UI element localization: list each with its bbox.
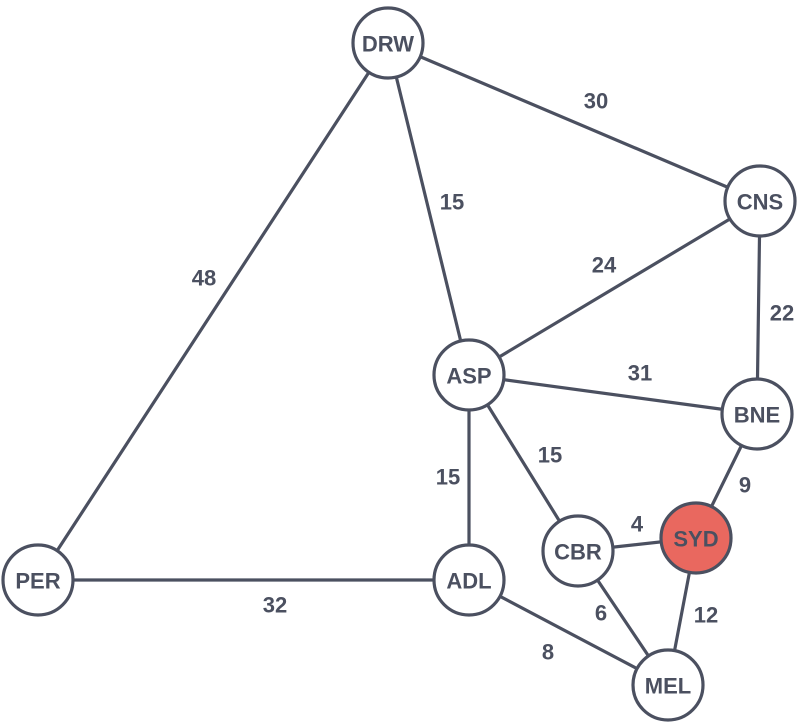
edge-weight-drw-asp: 15 [440,190,464,215]
nodes-layer: DRW CNS ASP BNE PER ADL CBR SYD MEL [1,6,797,722]
edge-weight-asp-cbr: 15 [538,443,562,468]
node-circle-bne [720,377,794,451]
edge-asp-bne [467,373,759,416]
node-circle-cbr [541,514,615,588]
edge-weight-drw-per: 48 [192,266,216,291]
node-bne: BNE [720,377,794,451]
node-adl: ADL [432,543,506,617]
node-circle-adl [432,543,506,617]
edge-weights-layer: 30 15 48 24 22 31 15 15 9 4 32 6 8 12 [192,89,794,665]
node-syd: SYD [659,501,733,575]
edge-drw-per [36,41,390,582]
node-label-syd: SYD [673,527,718,552]
edge-weight-adl-mel: 8 [542,640,554,665]
node-cbr: CBR [541,514,615,588]
edge-weight-drw-cns: 30 [584,89,608,114]
node-cns: CNS [723,164,797,238]
edge-weight-syd-mel: 12 [694,603,718,628]
node-label-asp: ASP [446,364,491,389]
node-per: PER [1,543,75,617]
node-label-adl: ADL [446,569,491,594]
node-label-bne: BNE [734,403,780,428]
edge-adl-mel [467,578,670,687]
edge-weight-asp-cns: 24 [592,253,617,278]
edge-weight-asp-adl: 15 [436,465,460,490]
node-drw: DRW [351,6,425,80]
edge-drw-cns [386,41,762,203]
edge-weight-per-adl: 32 [263,593,287,618]
node-circle-per [1,543,75,617]
node-circle-drw [351,6,425,80]
node-asp: ASP [432,338,506,412]
node-circle-mel [631,648,705,722]
node-label-drw: DRW [362,32,414,57]
node-label-mel: MEL [645,674,691,699]
node-mel: MEL [631,648,705,722]
edge-asp-cns [467,199,762,377]
edge-weight-bne-syd: 9 [739,473,751,498]
node-circle-asp [432,338,506,412]
node-label-cbr: CBR [554,540,602,565]
edge-weight-asp-bne: 31 [628,361,652,386]
node-label-cns: CNS [737,190,783,215]
edge-weight-cbr-syd: 4 [631,512,644,537]
node-label-per: PER [15,569,60,594]
node-circle-syd [659,501,733,575]
edge-drw-asp [386,41,471,377]
edge-weight-cns-bne: 22 [770,301,794,326]
node-circle-cns [723,164,797,238]
edge-weight-cbr-mel: 6 [595,601,607,626]
